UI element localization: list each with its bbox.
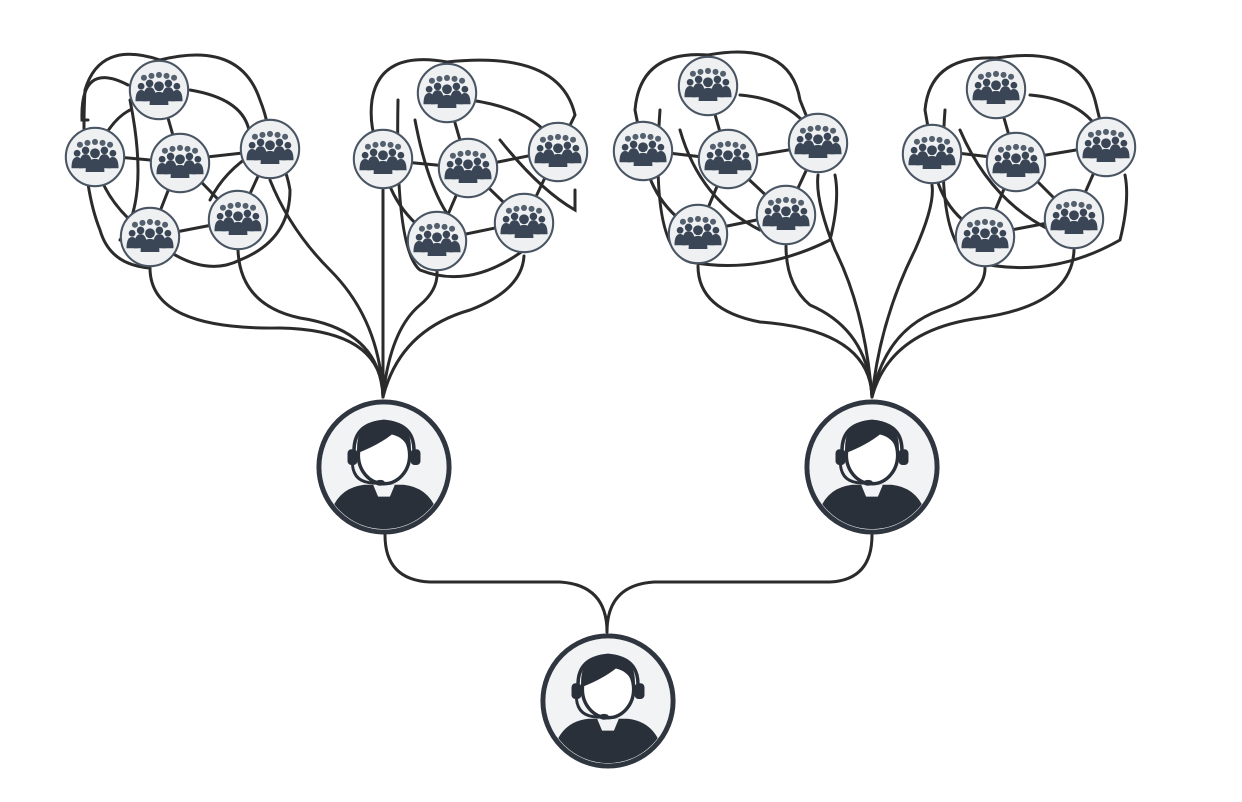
headset-agent-icon[interactable] [543,636,673,770]
user-group-icon[interactable] [493,192,555,254]
user-group-icon[interactable] [437,137,499,199]
headset-agent-icon[interactable] [319,402,449,536]
user-group-icon[interactable] [667,203,729,265]
user-group-icon[interactable] [954,206,1016,268]
user-group-icon[interactable] [697,128,759,190]
user-group-icon[interactable] [677,55,739,117]
user-group-icon[interactable] [128,59,190,121]
user-group-icon[interactable] [406,210,468,272]
headset-agent-icon[interactable] [807,402,937,536]
user-group-icon[interactable] [416,62,478,124]
cluster-3 [612,55,849,265]
user-group-icon[interactable] [149,132,211,194]
user-group-icon[interactable] [527,121,589,183]
user-group-icon[interactable] [901,123,963,185]
user-group-icon[interactable] [965,58,1027,120]
cluster-4 [901,58,1137,268]
user-group-icon[interactable] [612,120,674,182]
user-group-icon[interactable] [239,118,301,180]
user-group-icon[interactable] [787,112,849,174]
cluster-2 [352,62,589,272]
connection-lines [80,50,1129,634]
user-group-icon[interactable] [1043,188,1105,250]
user-group-icon[interactable] [1075,116,1137,178]
user-group-icon[interactable] [755,184,817,246]
user-group-icon[interactable] [119,206,181,268]
link-root-left [383,533,609,634]
user-group-icon[interactable] [352,128,414,190]
user-group-icon[interactable] [64,126,126,188]
user-group-icon[interactable] [207,189,269,251]
user-group-icon[interactable] [985,131,1047,193]
link-root-right [605,533,874,634]
